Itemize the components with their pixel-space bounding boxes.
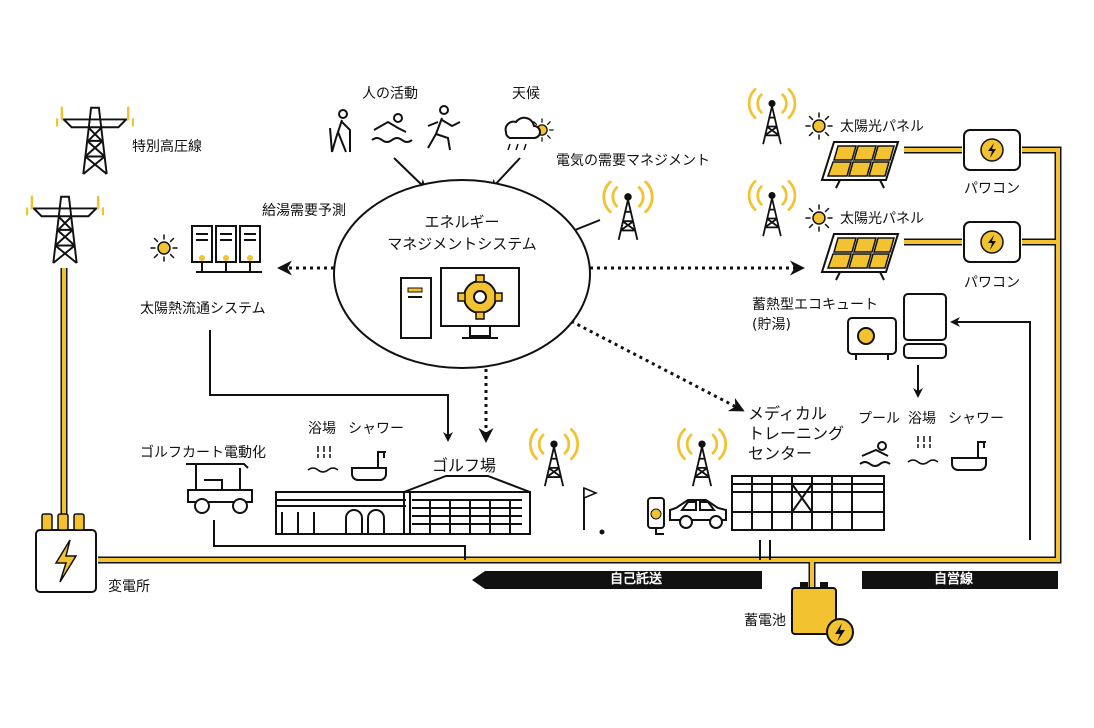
ems-title-line2: マネジメントシステム [387, 235, 537, 253]
solar-panel-icon [821, 233, 899, 281]
medical-center-icon [731, 475, 885, 531]
gear-icon [457, 274, 503, 320]
label-power-conditioner-2: パワコン [964, 275, 1020, 291]
antenna-icon [747, 179, 797, 238]
label-med-pool: プール [858, 411, 900, 427]
ev-charger-icon [647, 497, 665, 535]
bath-icon [307, 446, 339, 473]
label-extra-high-voltage: 特別高圧線 [132, 139, 202, 155]
power-conditioner-icon [963, 221, 1021, 263]
label-ecocute-line2: (貯湯) [752, 317, 791, 333]
runner-icon [427, 105, 461, 151]
label-golf-course: ゴルフ場 [432, 456, 497, 475]
ems-title-line1: エネルギー [424, 213, 500, 231]
label-golf-bath: 浴場 [308, 421, 336, 437]
sun-icon [805, 112, 833, 140]
label-private-line: 自営線 [934, 572, 974, 587]
antenna-icon [747, 87, 797, 146]
shower-icon [351, 451, 387, 481]
solar-heat-units-icon [191, 225, 262, 273]
bath-icon [907, 436, 939, 465]
swimmer-icon [371, 113, 413, 143]
label-golf-cart: ゴルフカート電動化 [140, 445, 266, 461]
label-med-shower: シャワー [948, 411, 1004, 427]
label-hot-water-forecast: 給湯需要予測 [262, 203, 346, 219]
transmission-tower-icon [26, 195, 104, 265]
pool-icon [859, 441, 891, 467]
shower-icon [951, 441, 987, 471]
sun-icon [150, 234, 178, 262]
label-self-consignment: 自己託送 [610, 572, 663, 587]
label-substation: 変電所 [108, 579, 150, 595]
power-conditioner-icon [963, 129, 1021, 171]
label-medical-line3: センター [748, 444, 813, 463]
antenna-icon [528, 428, 580, 488]
clubhouse-icon [275, 475, 531, 535]
label-weather: 天候 [512, 86, 540, 102]
label-demand-management: 電気の需要マネジメント [556, 153, 710, 169]
cloud-sun-icon [504, 116, 554, 151]
ev-car-icon [669, 499, 727, 529]
substation-icon [35, 513, 97, 593]
label-medical-line2: トレーニング [748, 424, 845, 443]
label-power-conditioner-1: パワコン [964, 181, 1020, 197]
label-golf-shower: シャワー [348, 421, 404, 437]
label-battery: 蓄電池 [744, 613, 786, 629]
golf-cart-icon [186, 463, 253, 514]
solar-panel-icon [821, 141, 899, 189]
water-heater-icon [847, 293, 947, 360]
label-solar-panel-2: 太陽光パネル [840, 211, 924, 227]
label-human-activity: 人の活動 [362, 86, 418, 102]
antenna-icon [676, 428, 728, 488]
label-med-bath: 浴場 [908, 411, 936, 427]
transmission-tower-icon [56, 106, 134, 176]
walker-icon [329, 109, 351, 153]
label-ecocute-line1: 蓄熱型エコキュート [752, 297, 878, 313]
label-medical-line1: メディカル [748, 404, 827, 423]
sun-icon [805, 204, 833, 232]
battery-icon [791, 582, 854, 646]
antenna-icon [602, 180, 654, 242]
golf-flag-icon [583, 486, 605, 535]
label-solar-panel-1: 太陽光パネル [840, 119, 924, 135]
label-solar-heat-system: 太陽熱流通システム [140, 301, 266, 317]
